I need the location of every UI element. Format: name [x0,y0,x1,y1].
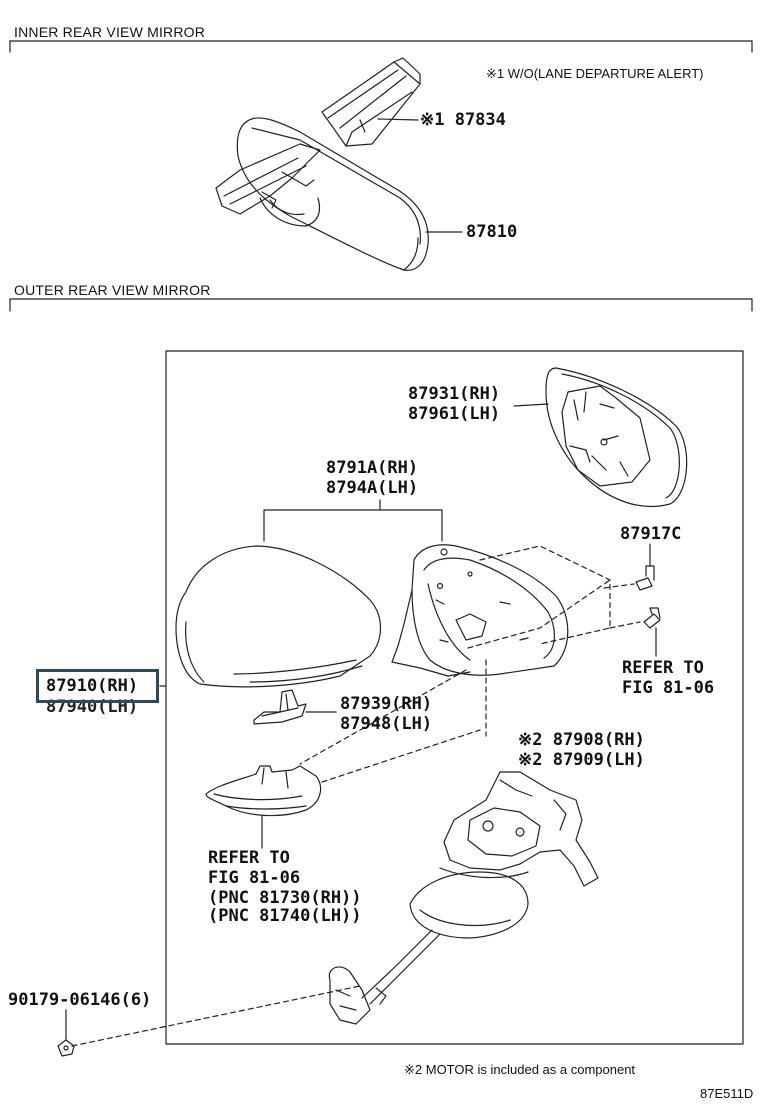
wire-harness-drawing [328,929,441,1025]
refer-fig-label-2[interactable]: FIG 81-06 [622,678,715,698]
refer-pnc-label-4[interactable]: (PNC 81740(LH)) [208,906,362,926]
selected-part-highlight[interactable] [36,669,159,703]
part-label-8794A[interactable]: 8794A(LH) [326,478,419,498]
part-label-90179[interactable]: 90179-06146(6) [8,990,152,1010]
part-label-87917C[interactable]: 87917C [620,524,682,544]
section-title-inner: INNER REAR VIEW MIRROR [14,24,206,40]
bracket-8791A [263,509,443,542]
part-label-87909[interactable]: ※2 87909(LH) [518,750,645,770]
screw-87917C-drawing [635,565,655,591]
bolt-90179-drawing [57,1039,75,1057]
mirror-base-motor-drawing [409,771,599,939]
section-title-outer: OUTER REAR VIEW MIRROR [14,282,211,298]
inner-mirror-87810-drawing [215,117,429,271]
screw-refer-drawing [643,607,661,629]
part-label-87931[interactable]: 87931(RH) [408,384,501,404]
part-label-87908[interactable]: ※2 87908(RH) [518,730,645,750]
part-label-87810[interactable]: 87810 [466,222,518,242]
part-label-87948[interactable]: 87948(LH) [340,714,433,734]
mirror-cover-8791A-drawing [175,545,381,688]
bracket-87939-drawing [253,689,307,725]
note-motor-component: ※2 MOTOR is included as a component [404,1062,636,1077]
assembly-dashed-lines [299,545,641,783]
part-label-87939[interactable]: 87939(RH) [340,694,433,714]
mirror-cover-87834-drawing [321,57,421,147]
note-lane-departure: ※1 W/O(LANE DEPARTURE ALERT) [486,66,704,81]
mirror-housing-drawing [391,544,569,677]
refer-pnc-label-3[interactable]: (PNC 81730(RH)) [208,888,362,908]
outer-section-rule [9,298,753,312]
part-label-87834[interactable]: ※1 87834 [420,110,506,130]
leader-87834 [377,118,419,121]
turn-signal-lamp-drawing [205,765,322,817]
mirror-glass-87931-drawing [545,367,688,508]
refer-fig-label-1[interactable]: REFER TO [622,658,704,678]
outer-mirror-frame [165,350,744,1045]
inner-section-rule [9,40,753,53]
leader-87931 [513,403,549,407]
diagram-code: 87E511D [700,1086,754,1101]
part-label-87961[interactable]: 87961(LH) [408,404,501,424]
refer-pnc-label-2[interactable]: FIG 81-06 [208,868,301,888]
refer-pnc-label-1[interactable]: REFER TO [208,848,290,868]
part-label-87910[interactable]: 87910(RH) [46,676,139,696]
part-label-8791A[interactable]: 8791A(RH) [326,458,419,478]
screw-90179-dashed [71,985,361,1047]
